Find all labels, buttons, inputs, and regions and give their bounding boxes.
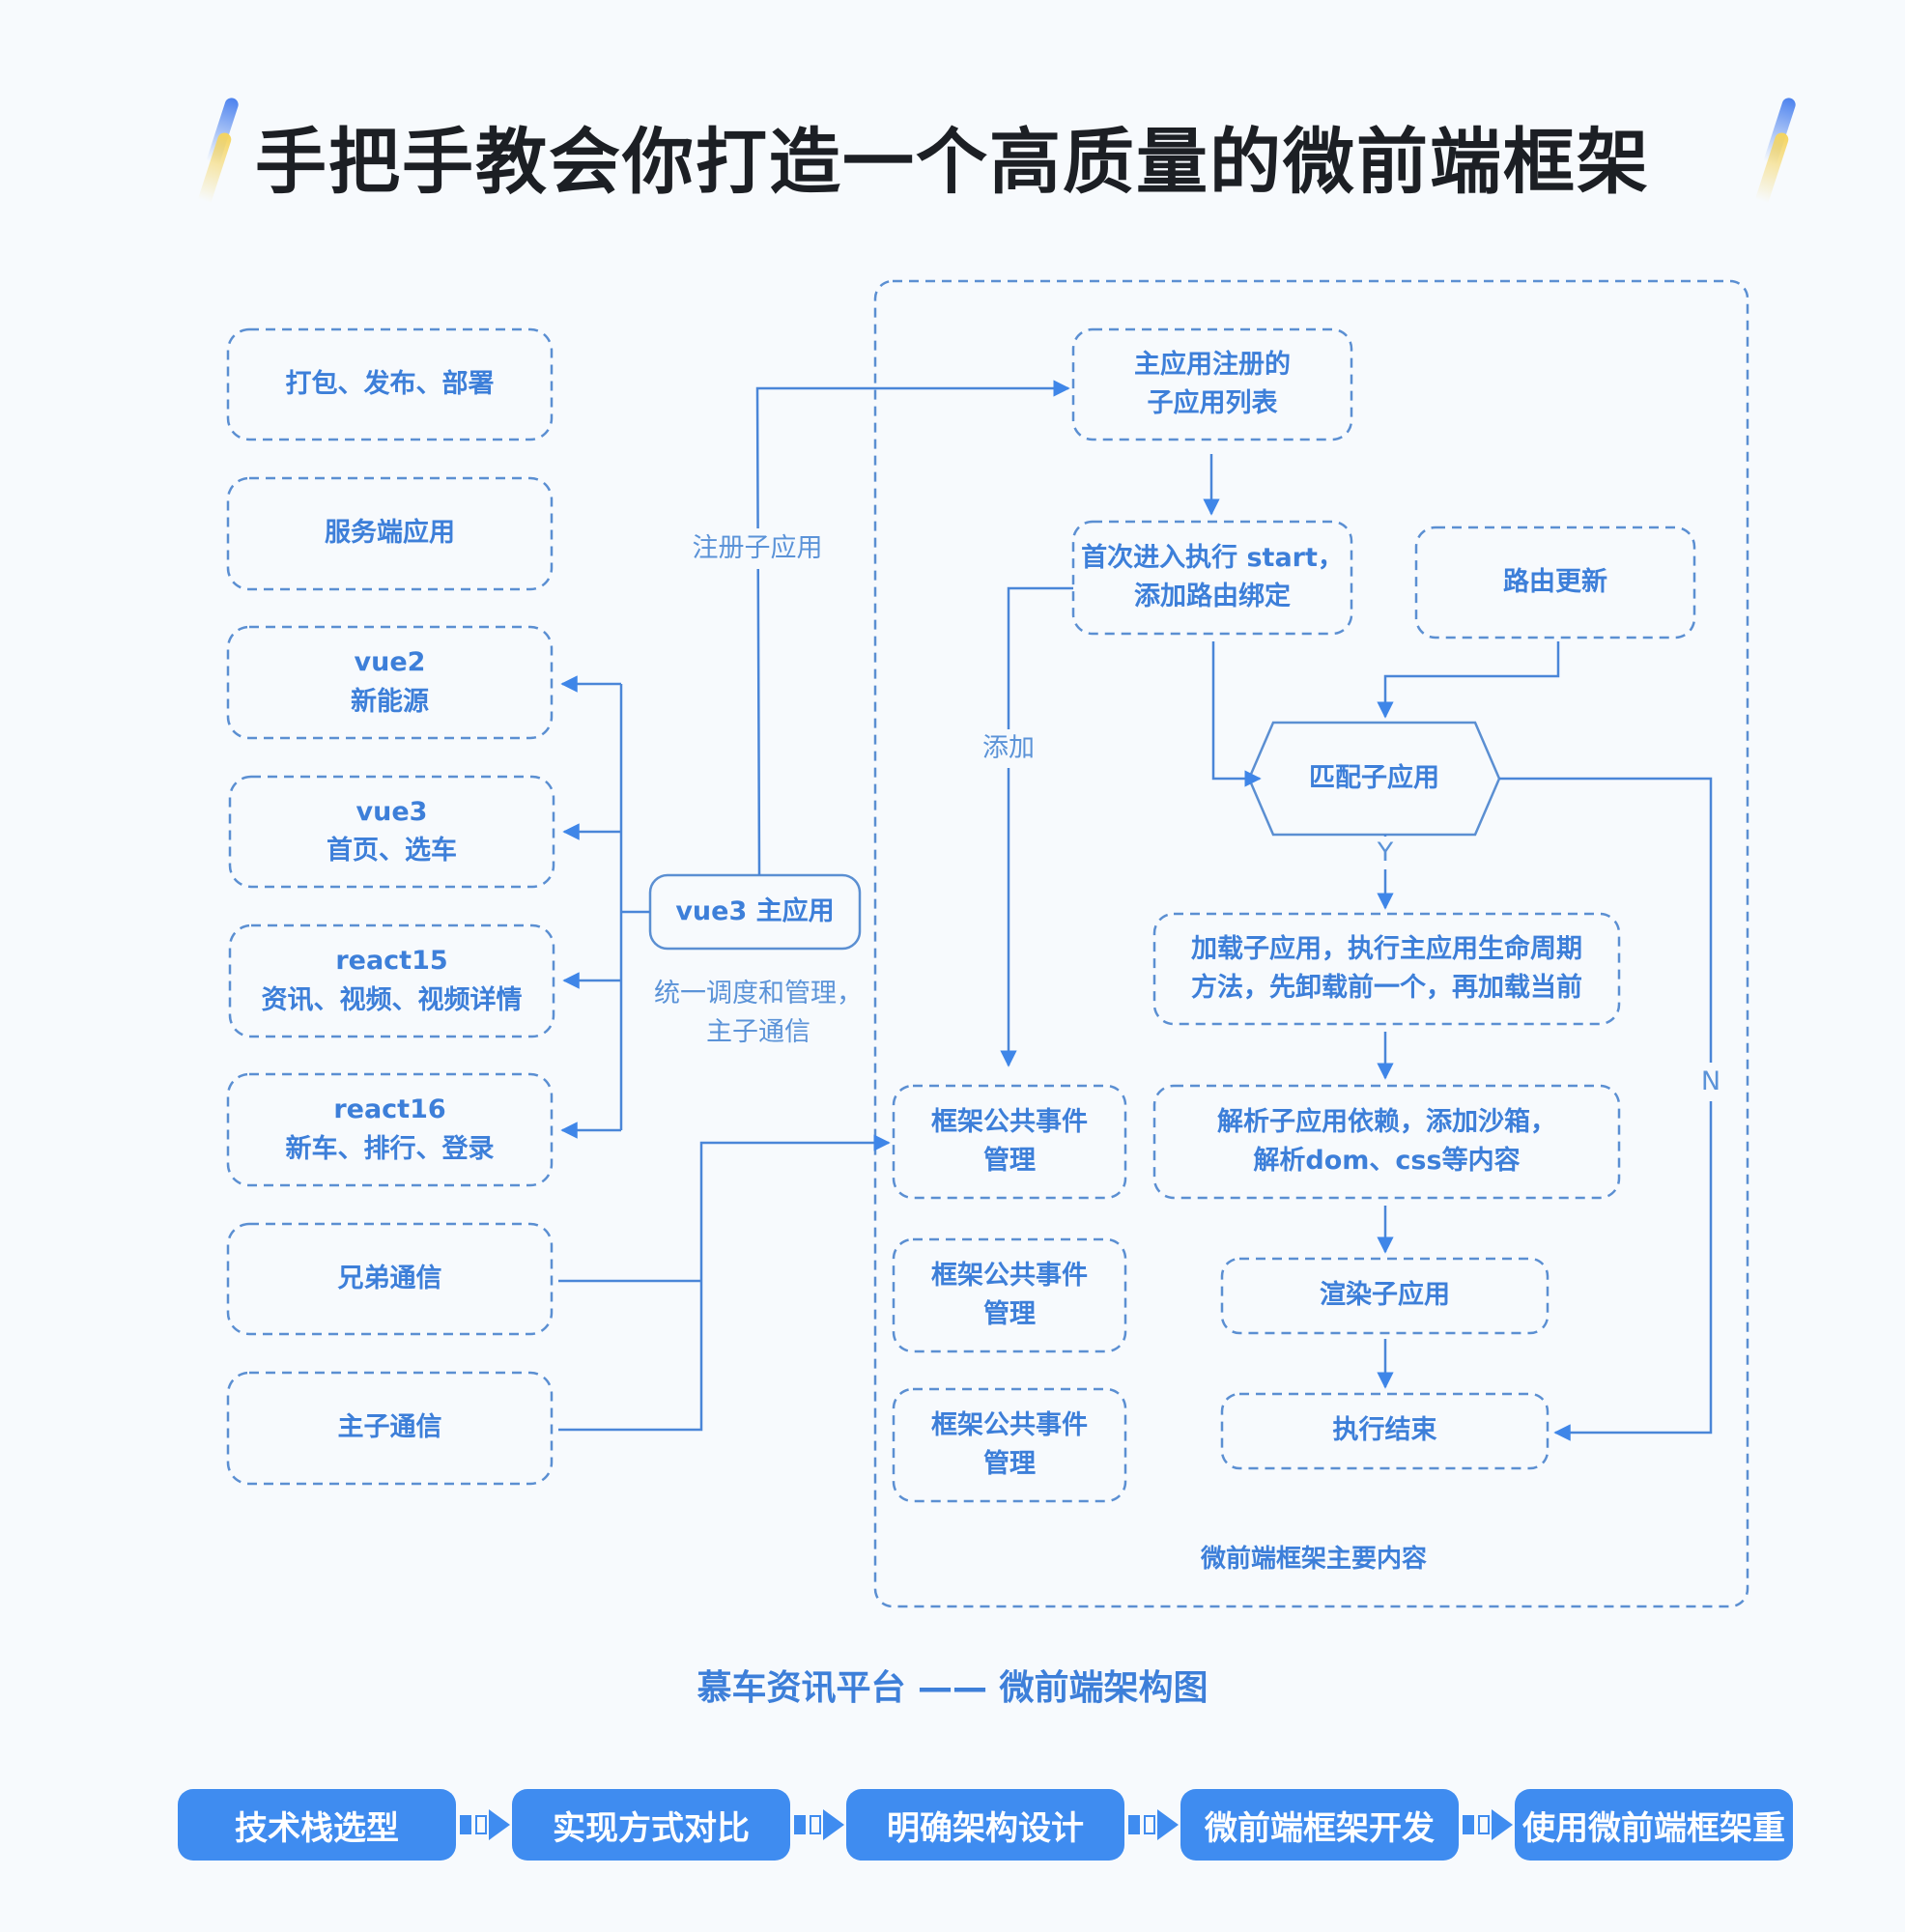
edge-label-register: 注册子应用 xyxy=(682,528,833,569)
event-mgmt-2-label: 框架公共事件管理 xyxy=(931,1260,1088,1330)
execute-end-label: 执行结束 xyxy=(1332,1415,1437,1446)
box-execute-end xyxy=(1220,1392,1550,1470)
box-server-app-label: 服务端应用 xyxy=(325,518,455,549)
framework-container-label: 微前端框架主要内容 xyxy=(1200,1544,1427,1574)
edge-label-yes: Y xyxy=(1372,837,1399,869)
steps-bar: 技术栈选型 实现方式对比 明确架构设计 微前端框架开发 使用微前端框架重 xyxy=(178,1789,1793,1861)
box-registered-list xyxy=(1071,327,1353,441)
step-compare-approaches: 实现方式对比 xyxy=(512,1789,790,1861)
render-subapp-label: 渲染子应用 xyxy=(1320,1280,1450,1311)
box-sibling-comm-label: 兄弟通信 xyxy=(337,1263,442,1293)
match-label: 匹配子应用 xyxy=(1309,762,1439,793)
box-parse-subapp xyxy=(1152,1084,1621,1200)
box-package-deploy-label: 打包、发布、部署 xyxy=(285,368,495,399)
box-react15 xyxy=(228,923,555,1038)
step-architecture-design: 明确架构设计 xyxy=(846,1789,1124,1861)
box-vue2 xyxy=(226,625,554,740)
step-arrow-icon xyxy=(1459,1805,1515,1844)
load-subapp-label: 加载子应用，执行主应用生命周期方法，先卸载前一个，再加载当前 xyxy=(1191,933,1582,1004)
box-render-subapp xyxy=(1220,1257,1550,1335)
connector-parent-child-comm xyxy=(558,1134,891,1432)
main-app-description: 统一调度和管理，主子通信 xyxy=(654,978,863,1048)
event-mgmt-1-label: 框架公共事件管理 xyxy=(931,1106,1088,1177)
parse-subapp-label: 解析子应用依赖，添加沙箱，解析dom、css等内容 xyxy=(1217,1106,1556,1177)
step-arrow-icon xyxy=(1124,1805,1180,1844)
arrow-start-to-match xyxy=(1211,641,1262,787)
route-update-label: 路由更新 xyxy=(1503,566,1607,597)
arrow-route-to-match xyxy=(1377,641,1560,719)
connector-match-no-upper xyxy=(1499,777,1713,1063)
event-mgmt-3-label: 框架公共事件管理 xyxy=(931,1409,1088,1480)
step-refactor-with-framework: 使用微前端框架重 xyxy=(1515,1789,1793,1861)
page-title: 手把手教会你打造一个高质量的微前端框架 xyxy=(255,121,1650,204)
box-route-update xyxy=(1414,526,1696,639)
diagram-caption: 慕车资讯平台 —— 微前端架构图 xyxy=(697,1668,1208,1708)
step-arrow-icon xyxy=(456,1805,512,1844)
box-parent-child-comm xyxy=(226,1371,554,1486)
arrow-register-subapp xyxy=(755,380,1070,876)
box-sibling-comm xyxy=(226,1222,554,1336)
step-tech-stack: 技术栈选型 xyxy=(178,1789,456,1861)
box-react16 xyxy=(226,1072,554,1187)
box-package-deploy xyxy=(226,327,554,441)
step-framework-dev: 微前端框架开发 xyxy=(1180,1789,1459,1861)
edge-label-no: N xyxy=(1697,1065,1724,1099)
box-parent-child-comm-label: 主子通信 xyxy=(337,1412,442,1443)
arrow-add-events xyxy=(1000,586,1073,1067)
box-first-start xyxy=(1071,520,1353,636)
arrow-match-no xyxy=(1553,1101,1713,1441)
first-start-label: 首次进入执行 start，添加路由绑定 xyxy=(1081,542,1344,612)
edge-label-add: 添加 xyxy=(978,729,1039,768)
step-arrow-icon xyxy=(790,1805,846,1844)
main-app-label: vue3 主应用 xyxy=(675,895,835,926)
box-server-app xyxy=(226,476,554,591)
registered-list-label: 主应用注册的子应用列表 xyxy=(1134,349,1291,419)
framework-container xyxy=(873,279,1749,1608)
box-vue3 xyxy=(228,775,555,889)
